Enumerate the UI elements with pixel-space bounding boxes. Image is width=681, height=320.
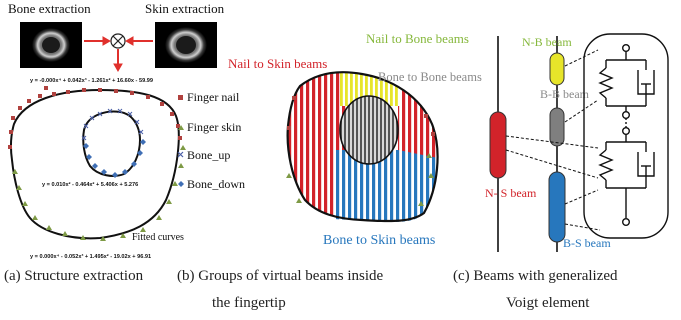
legend-label-bone-up: Bone_up: [187, 148, 230, 162]
caption-a: (a) Structure extraction: [4, 268, 143, 285]
equation-middle: y = 0.010x² - 0.464x² + 5.406x + 5.276: [42, 181, 138, 188]
caption-b-line1: (b) Groups of virtual beams inside: [177, 268, 383, 285]
bone-to-bone-label: Bone to Bone beams: [378, 70, 482, 84]
bone-fitted-curve: [83, 112, 140, 176]
nail-to-skin-label: Nail to Skin beams: [228, 56, 327, 71]
voigt-element-diagram: [584, 34, 668, 238]
bone-extraction-label: Bone extraction: [8, 1, 91, 16]
panel-a: Bone extraction Skin extraction y: [8, 1, 245, 260]
nb-beam-label: N-B beam: [522, 35, 572, 49]
bs-beam-label: B-S beam: [563, 236, 611, 250]
bone-to-bone-beams: [340, 96, 398, 164]
legend-label-finger-skin: Finger skin: [187, 120, 241, 134]
bs-beam: [549, 172, 565, 242]
caption-c-line1: (c) Beams with generalized: [453, 268, 618, 285]
bone-ct-image: [20, 22, 82, 68]
bottom-node: [623, 219, 630, 226]
panel-a-legend: Finger nail Finger skin Bone_up Bone_dow…: [178, 90, 245, 191]
spring-1: [600, 68, 612, 98]
bone-up-markers: [82, 109, 143, 140]
caption-b-line2: the fingertip: [212, 295, 286, 312]
bb-beam-label: B-B beam: [540, 87, 590, 101]
middle-node-2: [623, 128, 630, 135]
nb-beam: [550, 53, 564, 85]
legend-marker-bone-up: [178, 152, 183, 157]
panel-c: N-B beam B-B beam N- S beam B-S beam: [485, 34, 668, 252]
bone-to-skin-beams-lower: [334, 150, 438, 222]
bone-to-skin-label: Bone to Skin beams: [323, 233, 435, 248]
spring-2: [600, 150, 612, 180]
legend-marker-bone-down: [178, 181, 184, 187]
legend-label-finger-nail: Finger nail: [187, 90, 240, 104]
top-node: [623, 45, 630, 52]
middle-node-1: [623, 112, 630, 119]
finger-nail-markers: [8, 86, 182, 149]
fitted-curves-label: Fitted curves: [132, 232, 184, 243]
ns-beam: [490, 112, 506, 178]
finger-skin-markers: [12, 145, 186, 241]
bb-beam: [550, 108, 564, 146]
equation-top: y = -0.000x⁴ + 0.042x³ - 1.261x² + 16.60…: [30, 77, 153, 84]
equation-bottom: y = 0.000x⁴ - 0.052x³ + 1.495x² - 19.02x…: [30, 253, 151, 260]
nail-to-bone-label: Nail to Bone beams: [366, 31, 469, 46]
legend-marker-finger-nail: [178, 95, 183, 100]
panel-b: Nail to Skin beams Nail to Bone beams Bo…: [228, 31, 482, 248]
legend-label-bone-down: Bone_down: [187, 177, 245, 191]
combine-icon: [111, 34, 125, 48]
skin-extraction-label: Skin extraction: [145, 1, 225, 16]
caption-c-line2: Voigt element: [506, 295, 589, 312]
ns-beam-label: N- S beam: [485, 186, 537, 200]
skin-ct-image: [155, 22, 217, 68]
